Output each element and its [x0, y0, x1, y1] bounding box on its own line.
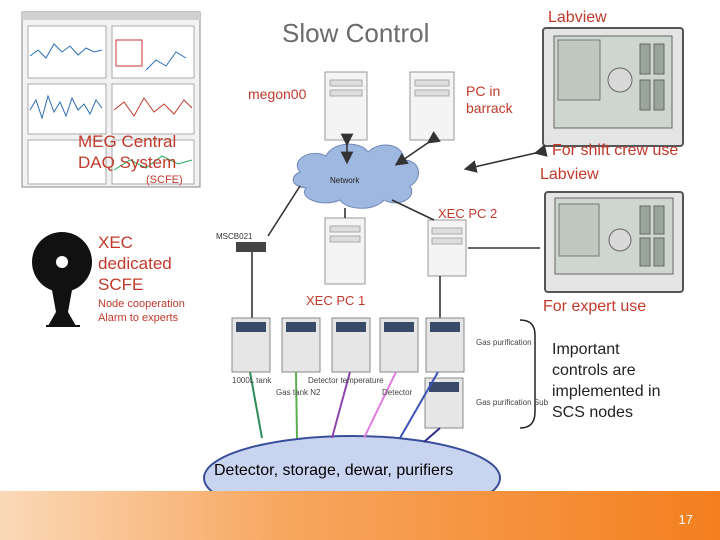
pc-barrack-label: PC in barrack [466, 83, 513, 117]
network-label: Network [330, 176, 360, 185]
meg-central-line-1: MEG Central [78, 132, 177, 151]
xec-dedicated-line-1: XEC [98, 233, 133, 252]
network-connections [251, 131, 548, 318]
xec-dedicated-line-3: SCFE [98, 275, 144, 294]
gas-purification-label: Gas purification [476, 338, 532, 347]
node-cooperation-label: Node cooperation Alarm to experts [98, 297, 185, 325]
pc-barrack-line-1: PC in [466, 83, 501, 99]
important-line-2: controls are [552, 362, 636, 379]
scs-bracket [519, 319, 536, 429]
node-cooperation-line-1: Node cooperation [98, 298, 185, 310]
page-number: 17 [678, 512, 693, 527]
pc-barrack-line-2: barrack [466, 100, 513, 116]
gas-purification-sub-label: Gas purification Sub [476, 398, 549, 407]
pc-barrack-computer-icon [409, 71, 455, 141]
shift-crew-label: For shift crew use [552, 142, 679, 159]
important-controls-label: Important controls are implemented in SC… [552, 339, 661, 423]
node-cooperation-line-2: Alarm to experts [98, 312, 179, 324]
important-line-3: implemented in [552, 383, 661, 400]
megon00-computer-icon [324, 71, 368, 141]
xec-pc1-computer-icon [324, 217, 366, 285]
detector-temperature-label: Detector temperature [308, 376, 384, 385]
scs-node-row [231, 317, 465, 429]
expert-use-label: For expert use [543, 298, 647, 315]
detector-label: Detector [382, 388, 413, 397]
megon00-label: megon00 [248, 86, 307, 102]
xec-pc2-computer-icon [427, 219, 467, 277]
xec-pc1-label: XEC PC 1 [306, 293, 366, 308]
mscb021-label: MSCB021 [216, 232, 253, 241]
tank-1000l-label: 1000L tank [232, 376, 272, 385]
labview-top-label: Labview [548, 9, 607, 26]
gas-tank-n2-label: Gas tank N2 [276, 388, 321, 397]
labview-monitor-expert [544, 191, 684, 293]
mscb021-box [236, 242, 266, 252]
scfe-label: (SCFE) [146, 174, 183, 186]
footer-band [0, 491, 720, 540]
xec-pc2-label: XEC PC 2 [438, 206, 498, 221]
ellipse-caption: Detector, storage, dewar, purifiers [214, 462, 454, 479]
page-title: Slow Control [282, 18, 430, 48]
shift-labview-label: Labview [540, 166, 599, 183]
meg-central-line-2: DAQ System [78, 153, 177, 172]
xec-dedicated-label: XEC dedicated SCFE [98, 232, 172, 295]
signal-arrows [249, 371, 441, 443]
central-daq-screenshot [21, 11, 201, 188]
important-line-1: Important [552, 341, 620, 358]
meg-central-label: MEG Central DAQ System [78, 131, 176, 173]
labview-monitor-top [542, 27, 684, 147]
important-line-4: SCS nodes [552, 404, 633, 421]
network-cloud-icon [292, 143, 419, 209]
xec-record-figure-icon [32, 232, 92, 327]
xec-dedicated-line-2: dedicated [98, 254, 172, 273]
